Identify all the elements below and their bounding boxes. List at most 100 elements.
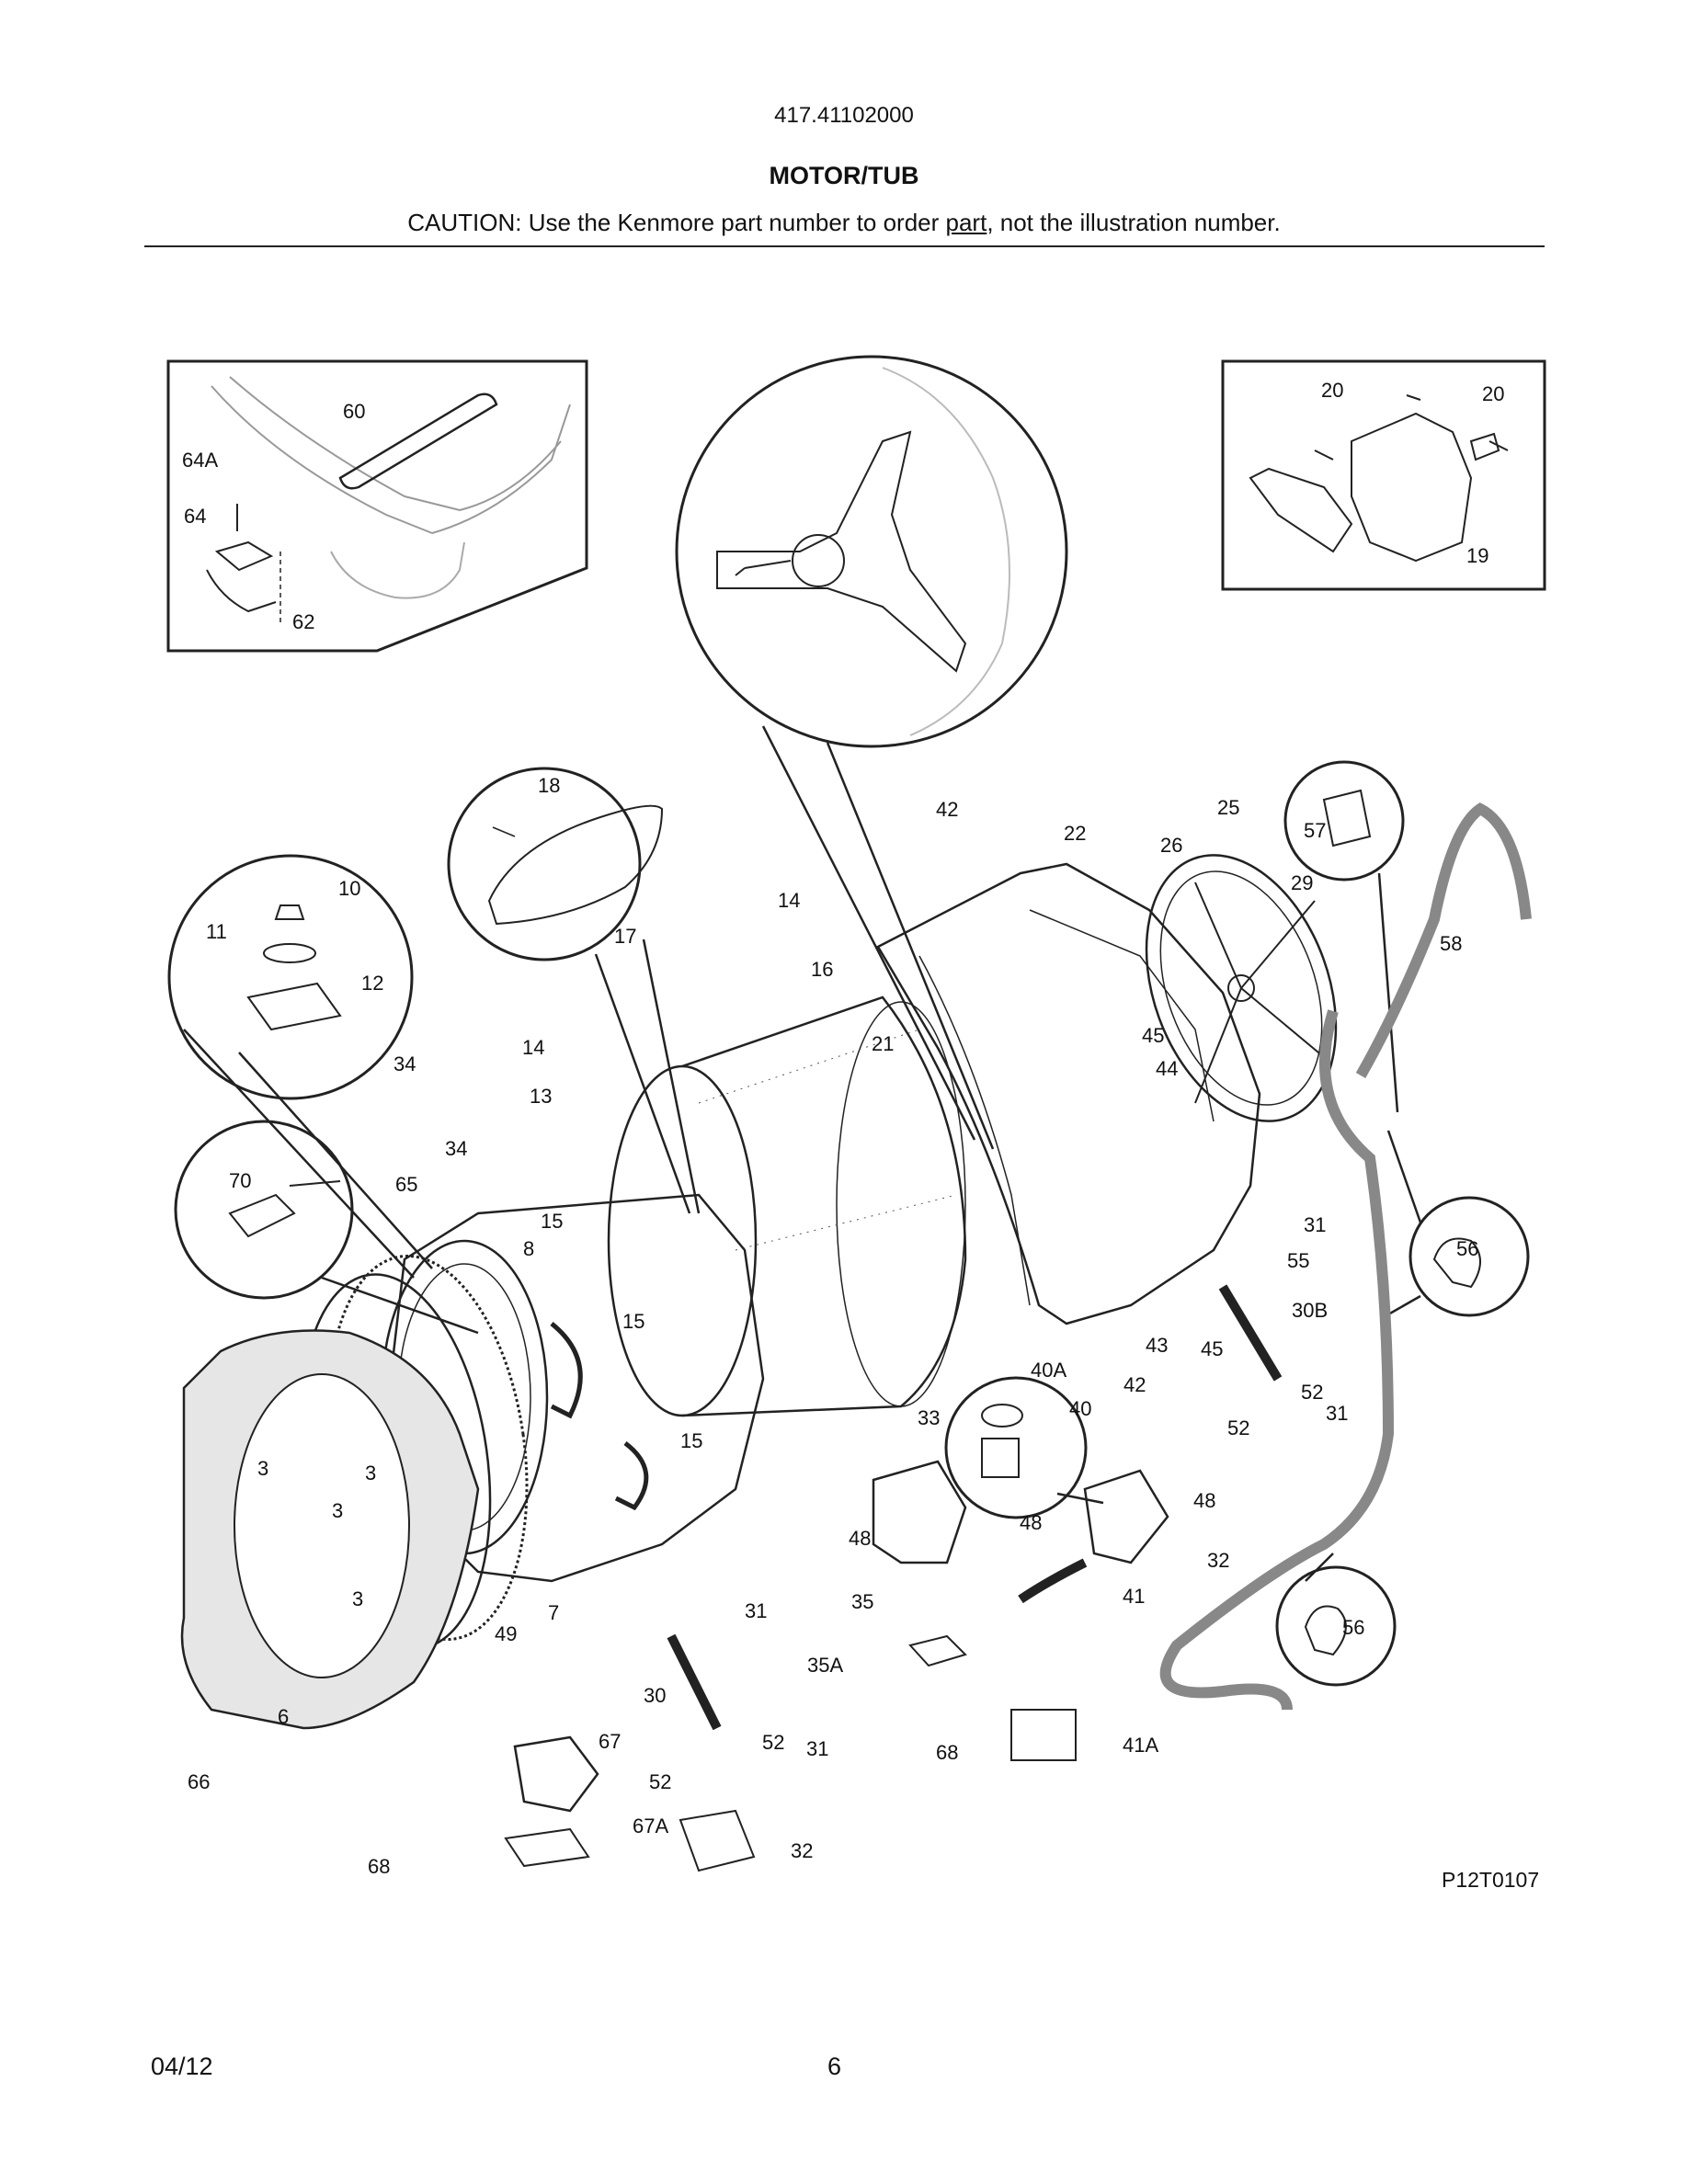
- callout-40A: 40A: [1031, 1359, 1066, 1382]
- callout-31b: 31: [1326, 1402, 1348, 1425]
- callout-45a: 45: [1142, 1024, 1164, 1047]
- callout-10: 10: [338, 877, 360, 900]
- callout-32a: 32: [1207, 1549, 1229, 1572]
- drain-hose: [1159, 802, 1532, 1711]
- callout-64: 64: [184, 505, 206, 528]
- callout-66: 66: [188, 1770, 210, 1793]
- callout-15a: 15: [541, 1210, 563, 1233]
- magnifier-pump-filter: [944, 1376, 1104, 1519]
- callout-14b: 14: [522, 1036, 544, 1059]
- callout-18: 18: [538, 774, 560, 797]
- model-number: 417.41102000: [774, 103, 914, 128]
- caution-text-start: CAUTION: Use the Kenmore part number to …: [407, 209, 946, 236]
- callout-58: 58: [1440, 932, 1462, 955]
- callout-22: 22: [1064, 822, 1086, 845]
- caution-text-end: , not the illustration number.: [987, 209, 1281, 236]
- caution-underlined-word: part: [945, 209, 987, 236]
- magnifier-drain-plug: [174, 1120, 479, 1335]
- callout-57: 57: [1304, 819, 1326, 842]
- callout-31c: 31: [745, 1599, 767, 1622]
- illustration-reference-code: P12T0107: [1442, 1868, 1540, 1892]
- callout-52c: 52: [762, 1731, 784, 1754]
- callout-68a: 68: [936, 1741, 958, 1764]
- callout-60: 60: [343, 400, 365, 423]
- magnifier-drum-spider: [675, 355, 1068, 1150]
- callout-35: 35: [851, 1590, 873, 1613]
- callout-8: 8: [523, 1237, 534, 1260]
- callout-17: 17: [614, 925, 636, 948]
- tub-rear-half: [876, 854, 1338, 1325]
- callout-19: 19: [1466, 544, 1488, 567]
- callout-41: 41: [1123, 1585, 1145, 1608]
- callout-55: 55: [1287, 1249, 1309, 1272]
- callout-45b: 45: [1201, 1337, 1223, 1360]
- callout-3c: 3: [332, 1499, 343, 1522]
- footer-date: 04/12: [151, 2053, 213, 2080]
- callout-56a: 56: [1456, 1237, 1478, 1260]
- callout-33: 33: [918, 1406, 940, 1429]
- front-panel-counterweight: [180, 1329, 480, 1730]
- callout-48c: 48: [1020, 1511, 1042, 1534]
- callout-48b: 48: [849, 1527, 871, 1550]
- callout-21: 21: [872, 1032, 894, 1055]
- callout-40: 40: [1069, 1397, 1091, 1420]
- callout-13: 13: [530, 1085, 552, 1108]
- callout-25: 25: [1217, 796, 1239, 819]
- shock-absorber-left: [667, 1633, 722, 1731]
- callout-20b: 20: [1482, 382, 1504, 405]
- callout-67: 67: [599, 1730, 621, 1753]
- callout-30: 30: [644, 1684, 666, 1707]
- callout-11: 11: [206, 920, 227, 943]
- callout-7: 7: [548, 1601, 559, 1624]
- header-divider: [144, 245, 1545, 247]
- caution-note: CAUTION: Use the Kenmore part number to …: [0, 209, 1688, 237]
- callout-52b: 52: [1227, 1416, 1249, 1439]
- callout-34b: 34: [445, 1137, 467, 1160]
- magnifier-bracket: [1283, 760, 1405, 1113]
- callout-35A: 35A: [807, 1654, 843, 1677]
- callout-32b: 32: [791, 1839, 813, 1862]
- callout-15b: 15: [622, 1310, 644, 1333]
- callout-12: 12: [361, 972, 383, 995]
- magnifier-counterweight-hardware: [167, 854, 433, 1279]
- callout-16: 16: [811, 958, 833, 981]
- inset-motor: [1221, 359, 1546, 591]
- callout-30B: 30B: [1292, 1299, 1328, 1322]
- magnifier-hose-clamp-right: [1386, 1130, 1530, 1317]
- callout-44: 44: [1156, 1057, 1178, 1080]
- callout-62: 62: [292, 610, 314, 633]
- callout-52d: 52: [649, 1770, 671, 1793]
- inset-hose-clamp: [166, 359, 588, 653]
- callout-56b: 56: [1342, 1616, 1364, 1639]
- inner-drum: [607, 995, 967, 1417]
- callout-15c: 15: [680, 1429, 702, 1452]
- section-title: MOTOR/TUB: [769, 162, 919, 189]
- callout-65: 65: [395, 1173, 417, 1196]
- callout-42a: 42: [936, 798, 958, 821]
- callout-3d: 3: [352, 1587, 363, 1610]
- magnifier-hose-clamp-lower: [1275, 1553, 1397, 1687]
- magnifier-baffle: [447, 767, 701, 1214]
- callout-67A: 67A: [633, 1814, 668, 1837]
- callout-43: 43: [1146, 1334, 1168, 1357]
- drain-pump-assembly: [872, 1460, 1169, 1761]
- callout-6: 6: [278, 1705, 289, 1728]
- motor-bottom: [504, 1735, 756, 1872]
- callout-29: 29: [1291, 871, 1313, 894]
- callout-52a: 52: [1301, 1381, 1323, 1404]
- callout-68b: 68: [368, 1855, 390, 1878]
- callout-70: 70: [229, 1169, 251, 1192]
- callout-31a: 31: [1304, 1213, 1326, 1236]
- callout-49: 49: [495, 1622, 517, 1645]
- callout-3a: 3: [257, 1457, 268, 1480]
- callout-31d: 31: [806, 1737, 828, 1760]
- callout-26: 26: [1160, 834, 1182, 857]
- shock-absorber-right: [1218, 1284, 1283, 1382]
- callout-20a: 20: [1321, 379, 1343, 402]
- callout-34a: 34: [393, 1052, 416, 1075]
- callout-14a: 14: [778, 889, 800, 912]
- callout-labels: 60 64A 64 62 20 20 19 18 17 14 16 21 42 …: [182, 379, 1504, 1878]
- callout-64A: 64A: [182, 449, 218, 472]
- callout-3b: 3: [365, 1462, 376, 1484]
